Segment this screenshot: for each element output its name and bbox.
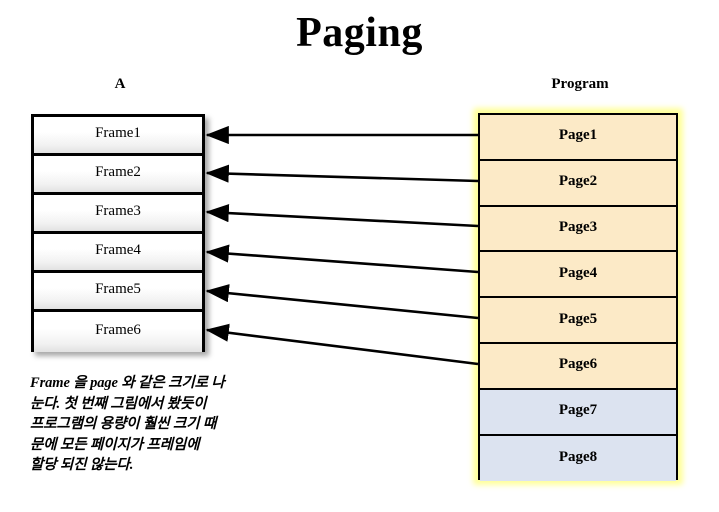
page-label: Page3 bbox=[558, 218, 598, 235]
mapping-arrow bbox=[205, 244, 479, 274]
page-row[interactable]: Page5 bbox=[480, 298, 676, 344]
frame-row[interactable]: Frame2 bbox=[34, 156, 202, 196]
frames-column-caption: A bbox=[114, 76, 126, 92]
page-label: Page1 bbox=[558, 127, 598, 144]
page-row[interactable]: Page4 bbox=[480, 252, 676, 299]
mapping-arrow bbox=[205, 164, 479, 183]
page-title: Paging bbox=[296, 10, 423, 56]
frame-label: Frame3 bbox=[95, 202, 141, 219]
explanatory-note: Frame 을 page 와 같은 크기로 나 눈다. 첫 번째 그림에서 봤듯… bbox=[30, 375, 225, 474]
page-label: Page8 bbox=[558, 448, 598, 465]
page-label: Page4 bbox=[558, 264, 598, 281]
mapping-arrow bbox=[205, 284, 479, 320]
page-row[interactable]: Page7 bbox=[480, 389, 676, 436]
frame-label: Frame4 bbox=[95, 241, 141, 258]
page-label: Page6 bbox=[558, 356, 598, 373]
page-row[interactable]: Page1 bbox=[480, 115, 676, 161]
page-label: Page5 bbox=[558, 310, 598, 327]
frame-label: Frame6 bbox=[95, 321, 141, 338]
mapping-arrow bbox=[205, 323, 479, 366]
frame-row[interactable]: Frame1 bbox=[34, 117, 202, 157]
frame-label: Frame5 bbox=[95, 280, 141, 297]
page-stack: Page1 Page2 Page3 Page4 Page5 Page6 Page… bbox=[478, 113, 678, 482]
frame-label: Frame2 bbox=[95, 163, 141, 180]
page-label: Page2 bbox=[558, 173, 598, 190]
page-row[interactable]: Page2 bbox=[480, 160, 676, 207]
frame-row[interactable]: Frame6 bbox=[34, 312, 202, 352]
page-row[interactable]: Page3 bbox=[480, 206, 676, 253]
mapping-arrow bbox=[205, 204, 479, 228]
page-row[interactable]: Page8 bbox=[480, 435, 676, 482]
frame-row[interactable]: Frame5 bbox=[34, 273, 202, 313]
program-column-caption: Program bbox=[551, 76, 609, 92]
frame-row[interactable]: Frame3 bbox=[34, 195, 202, 235]
frame-label: Frame1 bbox=[95, 124, 141, 141]
page-label: Page7 bbox=[558, 402, 598, 419]
page-row[interactable]: Page6 bbox=[480, 343, 676, 390]
frame-stack: Frame1 Frame2 Frame3 Frame4 Frame5 Frame… bbox=[31, 114, 205, 352]
frame-row[interactable]: Frame4 bbox=[34, 234, 202, 274]
